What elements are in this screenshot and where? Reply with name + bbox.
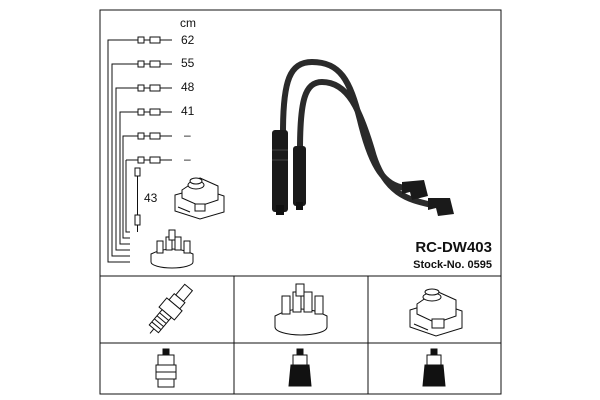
- lead-length-1: 62: [181, 33, 195, 47]
- lead-length-6: –: [184, 152, 191, 166]
- plug-boot-angled-2: [428, 198, 454, 216]
- lead-connector-1: [128, 36, 172, 44]
- product-code: RC-DW403: [415, 239, 492, 256]
- connector-straight-boot-dark-1: [288, 348, 312, 387]
- lead-schematic: [107, 36, 172, 263]
- plug-boot-straight: [272, 130, 288, 212]
- connector-straight-boot: [155, 348, 177, 388]
- lead-length-3: 48: [181, 80, 195, 94]
- stock-number: Stock-No. 0595: [413, 259, 492, 271]
- coil-lead: [134, 167, 141, 232]
- distributor-cap-small-icon: [150, 229, 194, 269]
- unit-label: cm: [180, 16, 196, 30]
- lead-connector-2: [126, 60, 172, 68]
- connector-straight-boot-dark-2: [422, 348, 446, 387]
- ignition-coil-icon: [409, 288, 463, 337]
- lead-length-4: 41: [181, 104, 195, 118]
- coil-lead-length: 43: [144, 191, 158, 205]
- lead-length-2: 55: [181, 56, 195, 70]
- distributor-cap-icon: [274, 283, 328, 336]
- ignition-cable-set: [272, 58, 454, 216]
- lead-connector-3: [124, 84, 172, 92]
- plug-boot-straight-2: [293, 146, 306, 206]
- spark-plug-icon: [148, 283, 194, 334]
- coil-small-icon: [174, 177, 225, 220]
- frame: [99, 9, 502, 395]
- lead-connector-5: [124, 132, 172, 140]
- plug-boot-angled-1: [402, 180, 428, 200]
- lead-connector-6: [126, 156, 172, 164]
- lead-connector-4: [124, 108, 172, 116]
- lead-length-5: –: [184, 128, 191, 142]
